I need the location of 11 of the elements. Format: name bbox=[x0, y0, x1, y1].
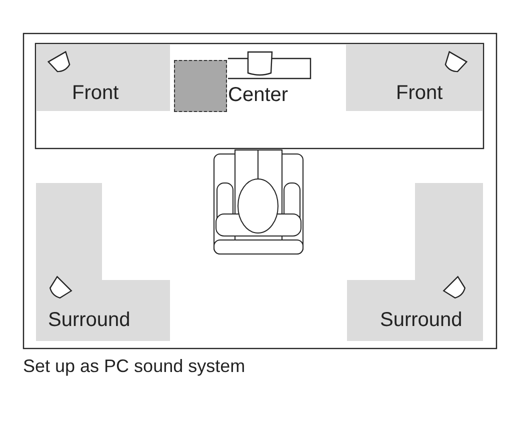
front-zone bbox=[346, 44, 483, 111]
caption: Set up as PC sound system bbox=[23, 356, 246, 377]
zone-label: Front bbox=[72, 82, 119, 104]
subwoofer-box bbox=[174, 60, 227, 112]
zone-label: Center bbox=[228, 84, 288, 106]
front-zone bbox=[36, 44, 170, 111]
surround-zone bbox=[347, 183, 483, 341]
zone-label: Surround bbox=[48, 309, 130, 331]
zone-label: Surround bbox=[380, 309, 462, 331]
surround-zone bbox=[36, 183, 170, 341]
zone-label: Front bbox=[396, 82, 443, 104]
